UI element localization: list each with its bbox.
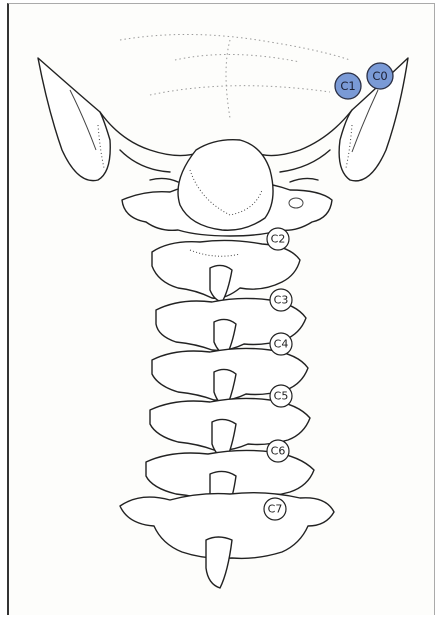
- label-c6-text: C6: [271, 445, 286, 458]
- label-c5: C5: [270, 385, 292, 407]
- label-c0-text: C0: [372, 69, 387, 83]
- label-c4: C4: [270, 333, 292, 355]
- label-c4-text: C4: [274, 338, 289, 351]
- label-c7-text: C7: [268, 503, 283, 516]
- vertebra-c1: [122, 140, 332, 236]
- label-c5-text: C5: [274, 390, 289, 403]
- label-c1-text: C1: [340, 79, 355, 93]
- label-c6: C6: [267, 440, 289, 462]
- label-c3: C3: [270, 289, 292, 311]
- label-c2: C2: [267, 228, 289, 250]
- label-c1: C1: [335, 73, 361, 99]
- label-c2-text: C2: [271, 233, 286, 246]
- vertebra-c7: [120, 493, 334, 588]
- label-c3-text: C3: [274, 294, 289, 307]
- label-c0: C0: [367, 63, 393, 89]
- label-c7: C7: [264, 498, 286, 520]
